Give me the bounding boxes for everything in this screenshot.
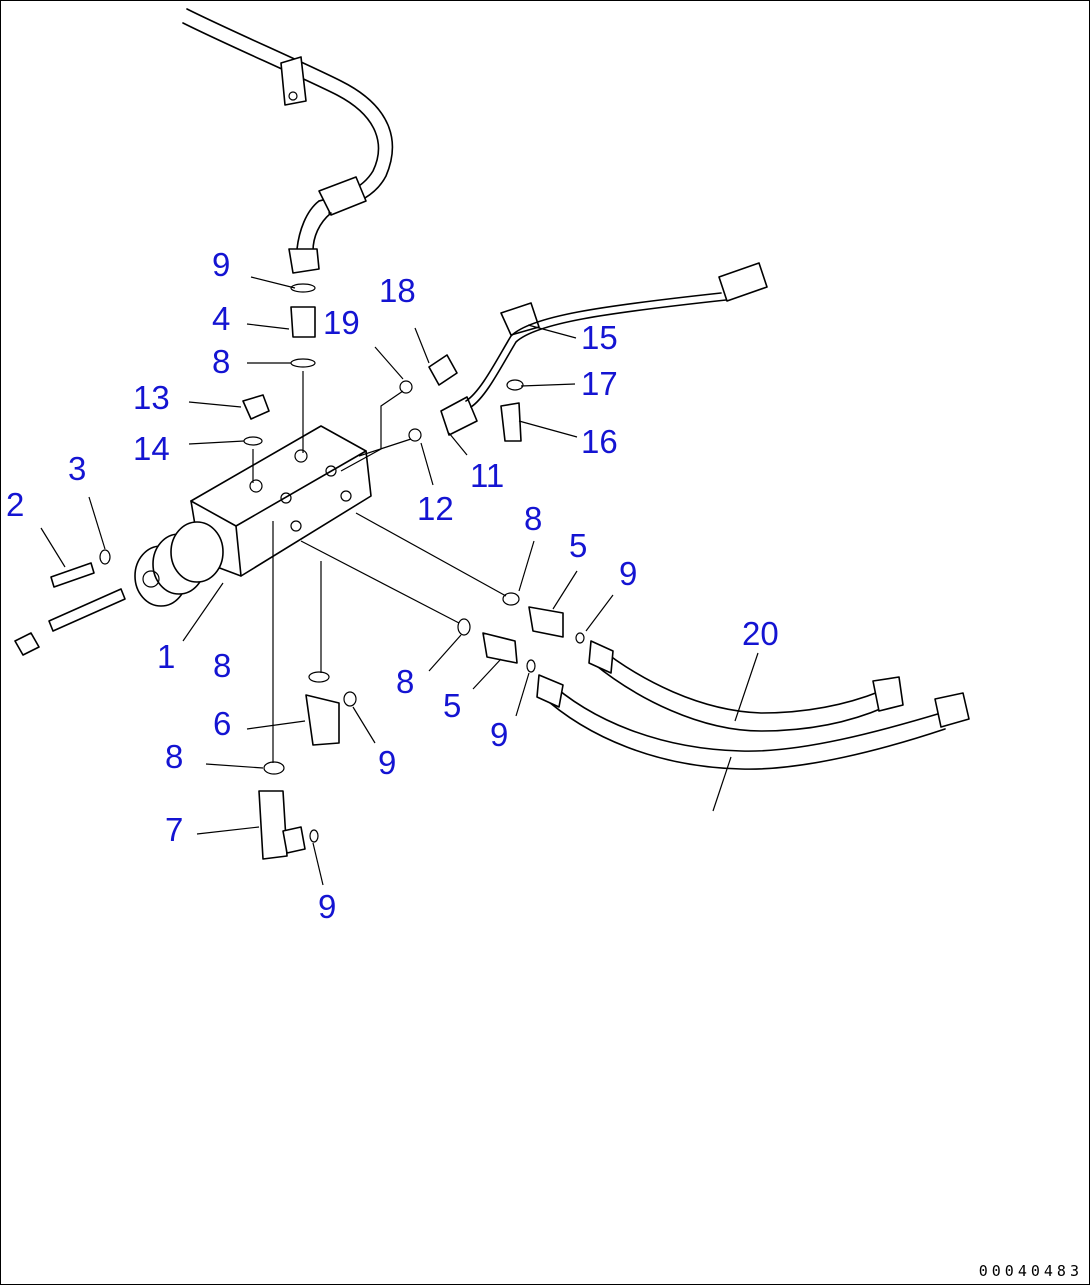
callout-9-lower: 9 [378,744,397,781]
callout-5-right: 5 [569,527,588,564]
fittings [242,283,585,860]
callout-9-top: 9 [212,246,231,283]
callout-18: 19 [323,304,360,341]
callout-2: 2 [6,486,25,523]
hoses [536,640,970,770]
callout-14: 15 [581,319,618,356]
assembly-lines [252,371,507,763]
callout-1: 1 [157,638,176,675]
bolts [14,549,126,656]
callout-4: 4 [212,300,231,337]
callout-9-bottom: 9 [318,888,337,925]
callout-9-mid: 9 [490,716,509,753]
callout-5-mid: 5 [443,687,462,724]
callout-10: 11 [470,457,505,494]
callout-3: 3 [68,450,87,487]
callout-19: 20 [742,615,779,652]
wire-harness [465,262,768,408]
callout-6: 6 [213,705,232,742]
valve-body [134,425,372,607]
callout-8-right: 8 [524,500,543,537]
callout-9-right: 9 [619,555,638,592]
callout-13: 14 [133,430,170,467]
leader-lines [40,276,759,886]
callout-8-top: 8 [212,343,231,380]
callout-8-lower: 8 [213,647,232,684]
callout-17: 18 [379,272,416,309]
callout-12: 13 [133,379,170,416]
callout-7: 7 [165,811,184,848]
drawing-code: 00040483 [978,1262,1083,1280]
callout-8-bottom: 8 [165,738,184,775]
callout-11: 12 [417,490,454,527]
upper-tube [182,8,394,274]
callout-8-mid: 8 [396,663,415,700]
callout-15: 16 [581,423,618,460]
callout-16: 17 [581,365,618,402]
